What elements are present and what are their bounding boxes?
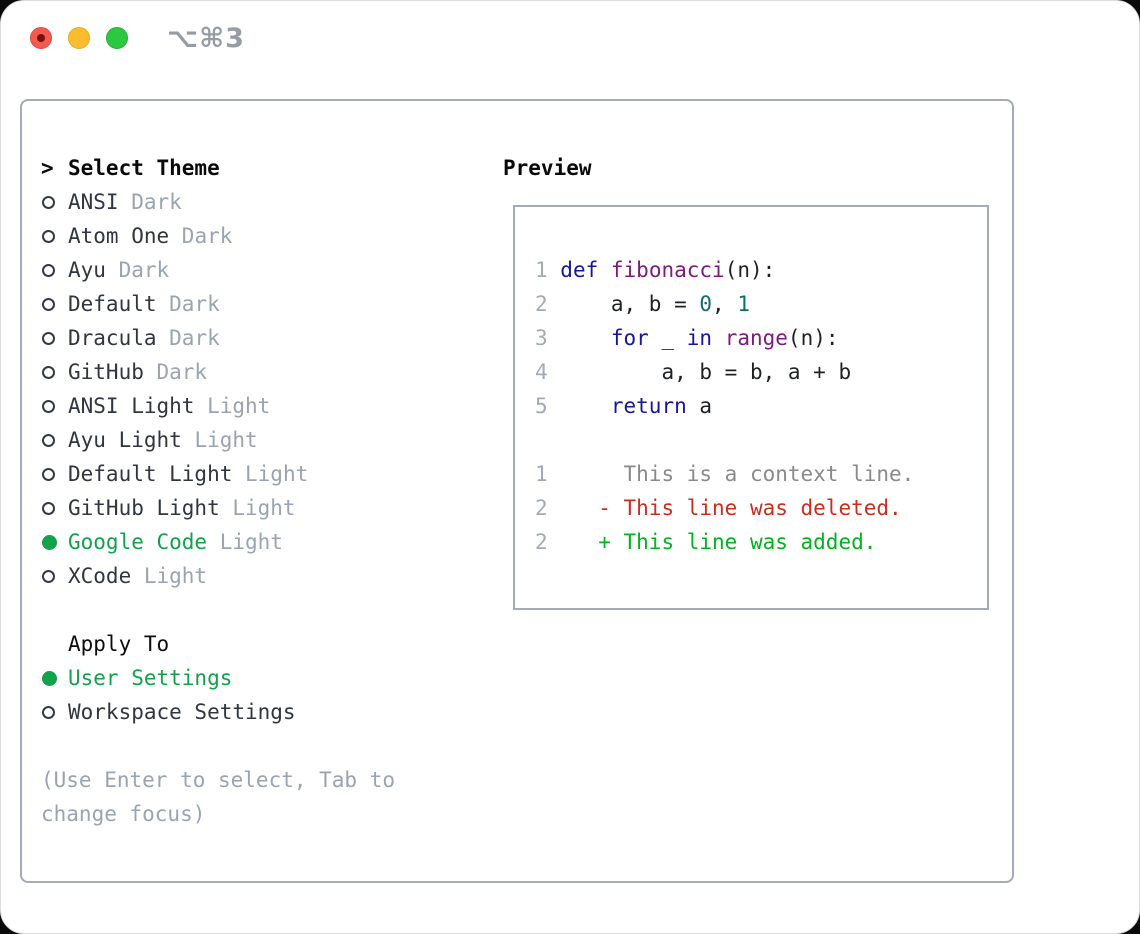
apply-option-label: User Settings [68,666,233,690]
preview-code-line: 5 return a [535,394,713,418]
theme-item-default-light[interactable]: Default Light Light [41,457,481,491]
theme-item-ayu-light[interactable]: Ayu Light Light [41,423,481,457]
theme-name: Google Code [68,530,208,554]
radio-unselected-icon [41,365,68,379]
theme-item-github-light[interactable]: GitHub Light Light [41,491,481,525]
theme-item-ansi-light[interactable]: ANSI Light Light [41,389,481,423]
radio-unselected-icon [41,263,68,277]
theme-variant-tag: Light [219,496,296,520]
preview-code-line: 2 a, b = 0, 1 [535,292,750,316]
radio-unselected-icon [41,433,68,447]
radio-unselected-icon [41,501,68,515]
close-button[interactable] [30,27,52,49]
minimize-button[interactable] [68,27,90,49]
theme-variant-tag: Light [207,530,283,554]
radio-unselected-icon [41,229,68,243]
theme-item-github[interactable]: GitHub Dark [41,355,481,389]
spacer-row [41,593,481,627]
preview-code-line: 2 - This line was deleted. [535,496,902,520]
radio-unselected-icon [41,297,68,311]
theme-name: ANSI [68,190,119,214]
theme-variant-tag: Dark [169,224,233,248]
theme-variant-tag: Light [131,564,208,588]
window-shortcut-label: ⌥⌘3 [167,23,245,54]
theme-name: ANSI Light [68,394,195,418]
theme-item-ansi[interactable]: ANSI Dark [41,185,481,219]
preview-pane: 1 def fibonacci(n): 2 a, b = 0, 1 3 for _ … [513,205,989,610]
theme-variant-tag: Dark [143,360,208,384]
preview-code-line: 4 a, b = b, a + b [535,360,852,384]
theme-list-header-row: > Select Theme [41,151,481,185]
theme-item-xcode[interactable]: XCode Light [41,559,481,593]
theme-item-default[interactable]: Default Dark [41,287,481,321]
theme-name: Default Light [68,462,233,486]
radio-unselected-icon [41,705,68,719]
preview-code-line: 1 def fibonacci(n): [535,258,776,282]
preview-code-line: 1 This is a context line. [535,462,915,486]
theme-name: GitHub [68,360,144,384]
theme-variant-tag: Light [232,462,309,486]
preview-code: 1 def fibonacci(n): 2 a, b = 0, 1 3 for _ … [535,253,987,559]
theme-item-google-code[interactable]: Google Code Light [41,525,481,559]
theme-variant-tag: Light [194,394,271,418]
title-bar: ⌥⌘3 [1,1,1139,75]
theme-item-atom-one[interactable]: Atom One Dark [41,219,481,253]
theme-name: GitHub Light [68,496,220,520]
preview-code-line: 2 + This line was added. [535,530,877,554]
radio-unselected-icon [41,467,68,481]
apply-option-label: Workspace Settings [68,700,296,724]
theme-name: Atom One [68,224,170,248]
maximize-button[interactable] [106,27,128,49]
theme-name: Ayu Light [68,428,182,452]
theme-name: Ayu [68,258,106,282]
radio-unselected-icon [41,195,68,209]
theme-variant-tag: Dark [156,326,220,350]
theme-variant-tag: Dark [156,292,220,316]
apply-to-header: Apply To [68,632,170,656]
theme-variant-tag: Light [181,428,258,452]
radio-selected-icon [41,670,68,686]
preview-code-line: 3 for _ in range(n): [535,326,839,350]
theme-list-header: Select Theme [68,156,220,180]
theme-item-ayu[interactable]: Ayu Dark [41,253,481,287]
theme-variant-tag: Dark [118,190,182,214]
theme-variant-tag: Dark [105,258,170,282]
theme-name: Dracula [68,326,157,350]
help-text: (Use Enter to select, Tab to change focu… [41,768,396,826]
radio-unselected-icon [41,331,68,345]
radio-unselected-icon [41,399,68,413]
apply-option-workspace-settings[interactable]: Workspace Settings [41,695,481,729]
theme-item-dracula[interactable]: Dracula Dark [41,321,481,355]
theme-name: XCode [68,564,132,588]
apply-option-user-settings[interactable]: User Settings [41,661,481,695]
apply-to-header-row: Apply To [41,627,481,661]
radio-unselected-icon [41,569,68,583]
focus-arrow-icon: > [41,156,54,180]
radio-selected-icon [41,534,68,550]
preview-header: Preview [503,156,592,180]
preview-code-line [535,423,987,457]
theme-name: Default [68,292,157,316]
